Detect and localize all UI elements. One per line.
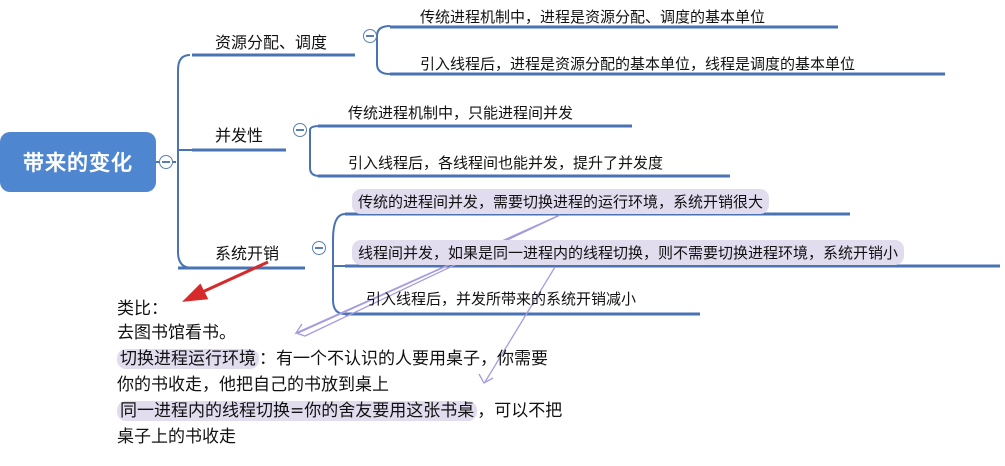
leaf-2-1: 传统进程机制中，只能进程间并发	[348, 104, 574, 122]
note-text: ，可以不把	[477, 401, 563, 421]
leaf-3-1: 传统的进程间并发，需要切换进程的运行环境，系统开销很大	[352, 189, 770, 214]
note-highlight-2: 同一进程内的线程切换=你的舍友要用这张书桌	[117, 401, 478, 421]
note-line-3: 切换进程运行环境：有一个不认识的人要用桌子，你需要	[117, 344, 548, 369]
note-line-1: 类比：	[117, 299, 168, 319]
note-line-5: 同一进程内的线程切换=你的舍友要用这张书桌，可以不把	[117, 396, 562, 421]
leaf-3-3: 引入线程后，并发所带来的系统开销减小	[366, 290, 637, 308]
collapse-icon-root[interactable]	[159, 155, 173, 169]
branch-label: 并发性	[215, 126, 264, 145]
collapse-icon-branch-1[interactable]	[363, 29, 377, 43]
connector-b2	[309, 125, 321, 177]
branch-label: 系统开销	[215, 244, 280, 263]
branch-concurrency[interactable]: 并发性	[215, 122, 263, 146]
connector-trunk	[177, 54, 193, 269]
note-line-4: 你的书收走，他把自己的书放到桌上	[117, 375, 389, 395]
root-label: 带来的变化	[23, 151, 133, 175]
root-node[interactable]: 带来的变化	[0, 132, 156, 192]
collapse-icon-branch-2[interactable]	[293, 123, 307, 137]
leaf-3-2: 线程间并发，如果是同一进程内的线程切换，则不需要切换进程环境，系统开销小	[352, 240, 905, 265]
leaf-2-2: 引入线程后，各线程间也能并发，提升了并发度	[348, 154, 664, 172]
leaf-1-2: 引入线程后，进程是资源分配的基本单位，线程是调度的基本单位	[420, 55, 856, 73]
branch-system-overhead[interactable]: 系统开销	[215, 240, 279, 264]
collapse-icon-branch-3[interactable]	[312, 241, 326, 255]
red-arrow	[181, 260, 269, 302]
note-highlight-1: 切换进程运行环境	[117, 349, 259, 369]
branch-resource-scheduling[interactable]: 资源分配、调度	[215, 29, 327, 53]
leaf-1-1: 传统进程机制中，进程是资源分配、调度的基本单位	[420, 8, 766, 26]
note-line-2: 去图书馆看书。	[117, 323, 236, 343]
connector-b3	[332, 213, 346, 315]
branch-label: 资源分配、调度	[215, 33, 328, 52]
connector-b1	[376, 25, 391, 75]
pointer-arrows	[294, 214, 561, 384]
note-text: ：有一个不认识的人要用桌子，你需要	[259, 349, 548, 369]
note-line-6: 桌子上的书收走	[117, 427, 236, 447]
